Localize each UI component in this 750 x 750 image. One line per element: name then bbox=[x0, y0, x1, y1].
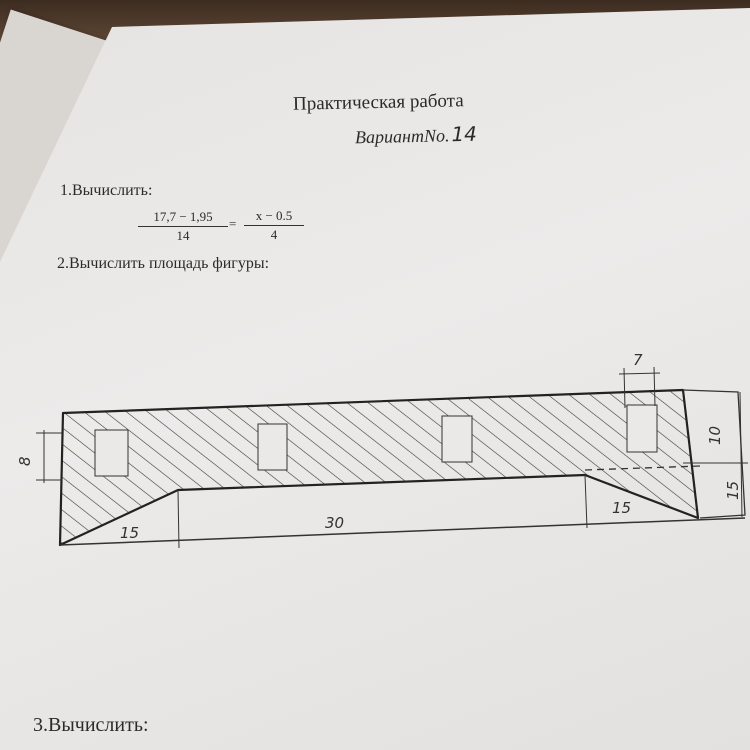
bottom-baseline bbox=[59, 517, 746, 546]
dim-left-height: 8 bbox=[16, 456, 34, 466]
right-fraction-numerator: x − 0.5 bbox=[255, 208, 293, 223]
task-1-label: 1.Вычислить: bbox=[60, 182, 153, 199]
dim-bottom-left-slope: 15 bbox=[120, 524, 139, 542]
extension-line-right bbox=[584, 474, 588, 529]
left-fraction-numerator: 17,7 − 1,95 bbox=[153, 209, 213, 224]
hole-rect-4 bbox=[626, 404, 658, 453]
figure-shape bbox=[58, 388, 700, 547]
left-fraction-denominator: 14 bbox=[176, 228, 190, 243]
dim-right-upper: 10 bbox=[706, 426, 724, 445]
left-fraction: 17,7 − 1,95 14 bbox=[138, 209, 228, 244]
hole-rect-3 bbox=[441, 415, 473, 463]
right-fraction: x − 0.5 4 bbox=[244, 208, 304, 243]
dim-top-notch: 7 bbox=[633, 351, 643, 369]
task-3-label: 3.Вычислить: bbox=[33, 714, 149, 736]
equals-sign: = bbox=[229, 216, 237, 231]
dim-bottom-right-slope: 15 bbox=[612, 499, 631, 517]
right-fraction-bar bbox=[244, 225, 304, 226]
right-edge-frame bbox=[682, 389, 746, 519]
right-dim-line bbox=[739, 391, 743, 518]
hole-rect-1 bbox=[94, 429, 129, 477]
top-dim-line bbox=[618, 372, 661, 375]
top-dim-ext-left bbox=[623, 367, 626, 409]
hole-rect-2 bbox=[257, 423, 288, 471]
dim-right-lower: 15 bbox=[724, 481, 742, 500]
dim-bottom-middle: 30 bbox=[325, 514, 344, 532]
task-2-label: 2.Вычислить площадь фигуры: bbox=[57, 255, 270, 272]
right-fraction-denominator: 4 bbox=[270, 227, 278, 242]
extension-line-left bbox=[177, 489, 180, 549]
left-fraction-bar bbox=[138, 226, 228, 227]
